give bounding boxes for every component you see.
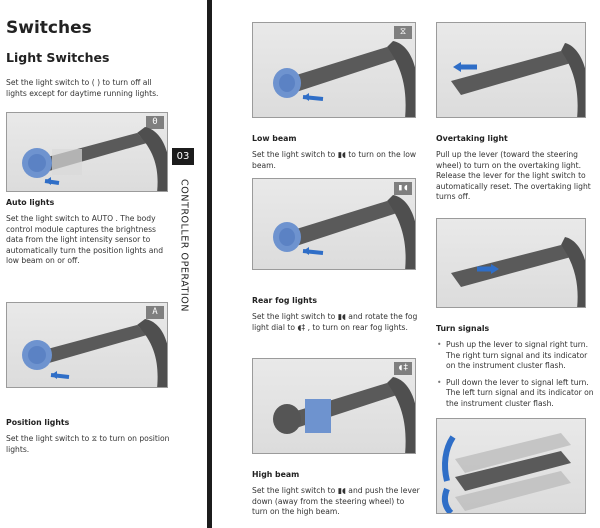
lever-panel-overtaking: [436, 22, 586, 118]
lever-illustration: [451, 43, 585, 117]
section-title: Light Switches: [6, 50, 110, 65]
off-badge: 0: [146, 116, 164, 129]
high-beam-text: Set the light switch to ▮◖ and push the …: [252, 486, 420, 517]
lever-illustration: [441, 433, 571, 513]
high-beam-title: High beam: [252, 470, 300, 479]
lever-panel-position: ⧖: [252, 22, 416, 118]
lever-illustration: [273, 195, 415, 269]
auto-lights-text: Set the light switch to AUTO . The body …: [6, 214, 164, 266]
lever-illustration: [273, 41, 415, 117]
position-lights-text: Set the light switch to ⧖ to turn on pos…: [6, 434, 170, 454]
lever-panel-turn-motion: [436, 418, 586, 514]
auto-badge: A: [146, 306, 164, 319]
lever-illustration: [273, 377, 415, 453]
lever-panel-auto: A: [6, 302, 168, 388]
rear-fog-text: Set the light switch to ▮◖ and rotate th…: [252, 312, 418, 332]
position-badge: ⧖: [394, 26, 412, 39]
position-lights-title: Position lights: [6, 418, 70, 427]
lever-illustration: [451, 237, 585, 307]
low-beam-text: Set the light switch to ▮◖ to turn on th…: [252, 150, 417, 170]
intro-text: Set the light switch to ( ) to turn off …: [6, 78, 159, 98]
turn-signals-list: Push up the lever to signal right turn. …: [436, 340, 596, 416]
lever-panel-low-beam: ▮◖: [252, 178, 416, 270]
lever-panel-turn: [436, 218, 586, 308]
lever-illustration: [22, 319, 167, 387]
rear-fog-title: Rear fog lights: [252, 296, 318, 305]
overtaking-text: Pull up the lever (toward the steering w…: [436, 150, 591, 202]
lever-panel-off: 0: [6, 112, 168, 192]
turn-bullet-right: Push up the lever to signal right turn. …: [436, 340, 596, 372]
overtaking-title: Overtaking light: [436, 134, 508, 143]
low-beam-title: Low beam: [252, 134, 297, 143]
turn-signals-title: Turn signals: [436, 324, 490, 333]
chapter-number: 03: [172, 148, 194, 165]
lever-panel-rear-fog: ◖‡: [252, 358, 416, 454]
auto-lights-title: Auto lights: [6, 198, 55, 207]
turn-bullet-left: Pull down the lever to signal left turn.…: [436, 378, 596, 410]
page-divider: [207, 0, 212, 528]
low-beam-badge: ▮◖: [394, 182, 412, 195]
lever-illustration: [22, 127, 167, 191]
page-title: Switches: [6, 18, 92, 38]
rear-fog-badge: ◖‡: [394, 362, 412, 375]
chapter-title: CONTROLLER OPERATION: [178, 179, 190, 312]
